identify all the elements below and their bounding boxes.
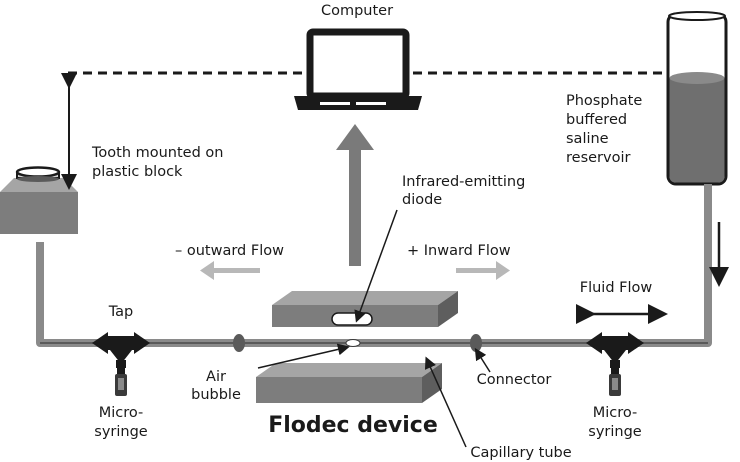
flodec-device-label: Flodec device bbox=[268, 413, 438, 438]
reservoir-label-line2: buffered bbox=[566, 112, 627, 128]
connector-right bbox=[470, 334, 482, 352]
tooth-label-line2: plastic block bbox=[92, 164, 183, 180]
capillary-tube-label: Capillary tube bbox=[470, 445, 571, 461]
microsyringe-right[interactable] bbox=[609, 368, 621, 396]
air-bubble-label-line1: Air bbox=[206, 369, 226, 385]
signal-arrow bbox=[336, 124, 374, 266]
air-bubble bbox=[345, 339, 361, 347]
diode-label-line2: diode bbox=[402, 192, 442, 208]
laptop-icon bbox=[294, 28, 422, 110]
diode-pointer bbox=[354, 209, 398, 323]
outward-flow-label: – outward Flow bbox=[175, 243, 284, 259]
outward-flow-arrow bbox=[200, 261, 260, 280]
diode-label-line1: Infrared-emitting bbox=[402, 174, 525, 190]
microsyringe-right-label-line2: syringe bbox=[588, 424, 642, 440]
connector-pointer bbox=[474, 347, 491, 373]
air-bubble-pointer bbox=[257, 343, 350, 369]
connector-left bbox=[233, 334, 245, 352]
inward-flow-label: + Inward Flow bbox=[407, 243, 511, 259]
saline-reservoir bbox=[666, 11, 728, 186]
tap-label: Tap bbox=[108, 304, 134, 320]
computer-label: Computer bbox=[321, 3, 393, 19]
reservoir-label-line4: reservoir bbox=[566, 150, 630, 166]
connector-label: Connector bbox=[477, 372, 552, 388]
tap-valve-left[interactable] bbox=[92, 332, 150, 368]
flodec-lower-block bbox=[256, 363, 442, 403]
reservoir-label-line3: saline bbox=[566, 131, 609, 147]
tap-valve-right[interactable] bbox=[586, 332, 644, 368]
capillary-tube-pointer bbox=[424, 356, 467, 448]
microsyringe-left-label-line1: Micro- bbox=[99, 405, 144, 421]
air-bubble-label-line2: bubble bbox=[191, 387, 241, 403]
microsyringe-left-label-line2: syringe bbox=[94, 424, 148, 440]
infrared-diode bbox=[331, 312, 373, 326]
tooth-block bbox=[0, 166, 78, 234]
inward-flow-arrow bbox=[456, 261, 510, 280]
microsyringe-right-label-line1: Micro- bbox=[593, 405, 638, 421]
fluid-flow-label: Fluid Flow bbox=[580, 280, 653, 296]
microsyringe-left[interactable] bbox=[115, 368, 127, 396]
tooth-label-line1: Tooth mounted on bbox=[91, 145, 223, 161]
reservoir-label-line1: Phosphate bbox=[566, 93, 642, 109]
